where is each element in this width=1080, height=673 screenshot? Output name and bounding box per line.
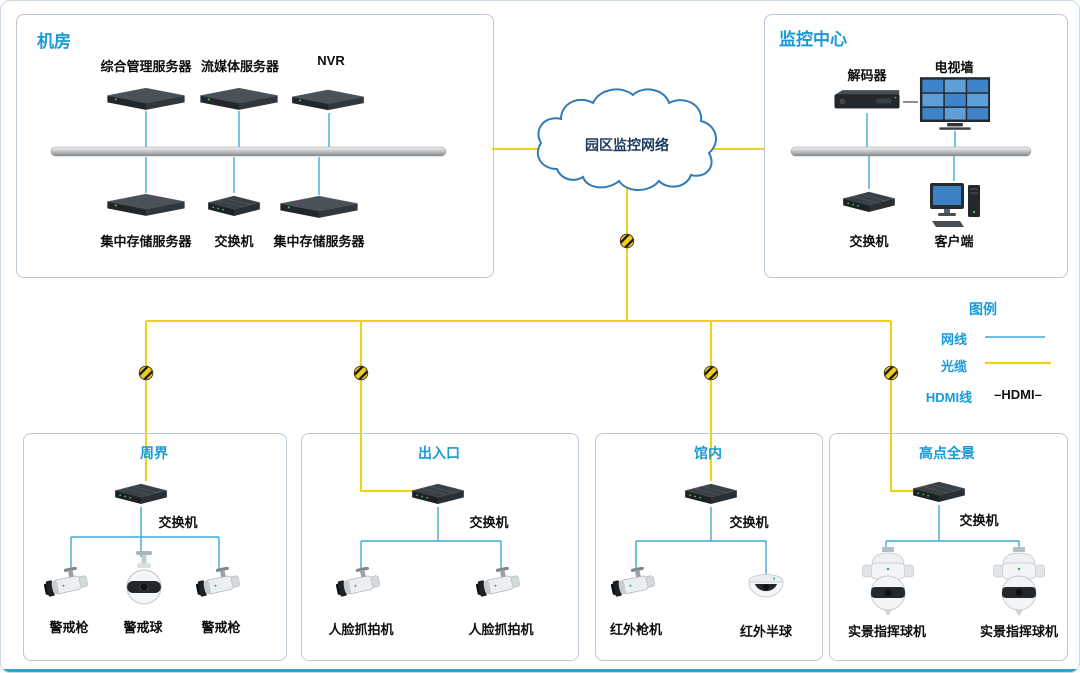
network-line [70, 507, 220, 569]
switch-label: 交换机 [959, 513, 999, 528]
legend-item-label: 网线 [940, 332, 968, 347]
camera-label: 警戒枪 [201, 620, 241, 635]
cloud-label: 园区监控网络 [585, 137, 669, 153]
zone-title: 周界 [140, 445, 168, 461]
cloud-shape [536, 88, 717, 191]
network-line [360, 507, 502, 571]
camera-label: 警戒枪 [49, 620, 89, 635]
device-label: 客户端 [934, 234, 974, 249]
device-label: 集中存储服务器 [273, 234, 365, 249]
legend-item-label: 光缆 [940, 359, 968, 374]
monitor-center-box [764, 14, 1068, 278]
zone-perimeter-box [23, 433, 287, 661]
server-room-title: 机房 [37, 32, 71, 51]
network-line [635, 507, 767, 575]
bottom-accent-line [1, 669, 1079, 672]
legend-title: 图例 [969, 301, 997, 317]
zone-entrance-box [301, 433, 579, 661]
legend-hdmi-sample: –HDMI– [994, 387, 1042, 402]
monitor-center-title: 监控中心 [779, 30, 847, 49]
server-room-box [16, 14, 494, 278]
device-label: 交换机 [214, 234, 254, 249]
camera-label: 人脸抓拍机 [468, 622, 534, 637]
device-label: 解码器 [847, 68, 887, 83]
device-label: NVR [317, 53, 345, 68]
zone-title: 高点全景 [919, 445, 975, 461]
optical-transceiver-icon [620, 234, 634, 248]
camera-label: 实景指挥球机 [979, 624, 1059, 639]
network-lines [70, 111, 1020, 575]
device-label: 综合管理服务器 [100, 59, 192, 74]
optical-transceiver-icon [354, 366, 368, 380]
camera-label: 红外枪机 [609, 622, 663, 637]
device-label: 流媒体服务器 [200, 59, 280, 74]
device-label: 交换机 [849, 234, 889, 249]
zone-title: 出入口 [418, 445, 460, 461]
switch-label: 交换机 [469, 515, 509, 530]
optical-transceiver-icon [884, 366, 898, 380]
camera-label: 人脸抓拍机 [328, 622, 394, 637]
camera-label: 红外半球 [739, 624, 793, 639]
bus-bar [50, 146, 447, 157]
network-line [866, 113, 956, 189]
zone-panorama-box [829, 433, 1068, 661]
switch-label: 交换机 [729, 515, 769, 530]
device-label: 电视墙 [934, 60, 974, 75]
camera-label: 实景指挥球机 [847, 624, 927, 639]
camera-label: 警戒球 [123, 620, 163, 635]
legend-item-label: HDMI线 [925, 390, 973, 405]
zone-title: 馆内 [694, 445, 722, 461]
network-line [145, 111, 330, 195]
device-label: 集中存储服务器 [100, 234, 192, 249]
optical-transceiver-icon [139, 366, 153, 380]
bus-bar [790, 146, 1032, 157]
zone-indoor-box [595, 433, 823, 661]
network-line [885, 505, 1020, 551]
optical-transceiver-icon [704, 366, 718, 380]
switch-label: 交换机 [158, 515, 198, 530]
